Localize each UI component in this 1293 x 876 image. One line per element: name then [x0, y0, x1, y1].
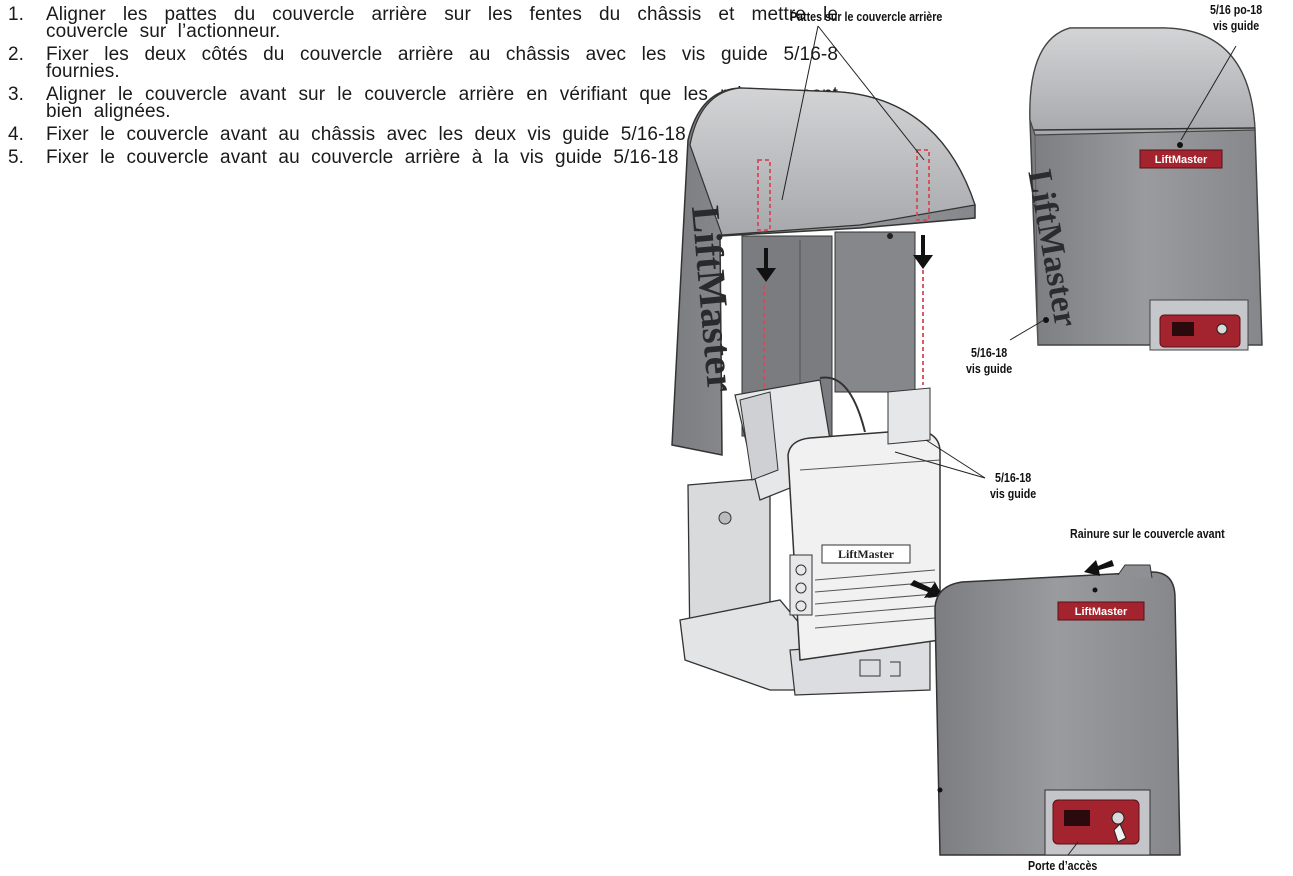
step-item: 2. Fixer les deux côtés du couvercle arri… [8, 44, 838, 82]
step-item: 5. Fixer le couvercle avant au couvercle … [8, 147, 838, 168]
front-cover: LiftMaster [934, 560, 1181, 856]
down-arrow-icon [756, 235, 933, 282]
right-arrow-icon [910, 580, 942, 598]
instruction-steps: 1. Aligner les pattes du couvercle arrièr… [8, 4, 838, 172]
rear-cover: LiftMaster [671, 87, 976, 456]
brand-badge [1139, 149, 1223, 169]
callout-leaders [781, 25, 1237, 856]
step-number: 4. [8, 124, 25, 145]
brand-badge [1057, 601, 1145, 621]
step-text: Fixer le couvercle avant au couvercle ar… [46, 147, 679, 168]
step-item: 4. Fixer le couvercle avant au châssis av… [8, 124, 838, 145]
brand-logo: LiftMaster [1075, 606, 1128, 618]
step-text: Fixer les deux côtés du couvercle arrièr… [46, 44, 838, 82]
callout-line: vis guide [1212, 18, 1260, 33]
step-item: 1. Aligner les pattes du couvercle arrièr… [8, 4, 838, 42]
tabs-callout: Pattes sur le couvercle arrière [790, 9, 943, 24]
access-door-callout: Porte d’accès [1028, 858, 1098, 873]
installed-operator: LiftMaster LiftMaster [1020, 27, 1263, 351]
callout-line: 5/16 po-18 [1210, 2, 1263, 17]
brand-logo: LiftMaster [1155, 154, 1208, 166]
step-number: 5. [8, 147, 25, 168]
svg-text:LiftMaster: LiftMaster [838, 547, 895, 561]
callout-line: 5/16-18 [995, 470, 1032, 485]
callout-line: vis guide [966, 361, 1013, 376]
step-number: 3. [8, 84, 25, 105]
step-number: 1. [8, 4, 25, 25]
left-arrow-icon [1084, 560, 1114, 576]
step-text: Aligner les pattes du couvercle arrière … [46, 4, 838, 42]
step-number: 2. [8, 44, 25, 65]
chassis-motor: LiftMaster [679, 376, 942, 696]
groove-callout: Rainure sur le couvercle avant [1070, 526, 1225, 541]
step-text: Aligner le couvercle avant sur le couver… [46, 84, 838, 122]
callout-line: 5/16-18 [971, 345, 1008, 360]
callout-line: vis guide [990, 486, 1037, 501]
step-item: 3. Aligner le couvercle avant sur le couv… [8, 84, 838, 122]
step-text: Fixer le couvercle avant au châssis avec… [46, 124, 771, 145]
